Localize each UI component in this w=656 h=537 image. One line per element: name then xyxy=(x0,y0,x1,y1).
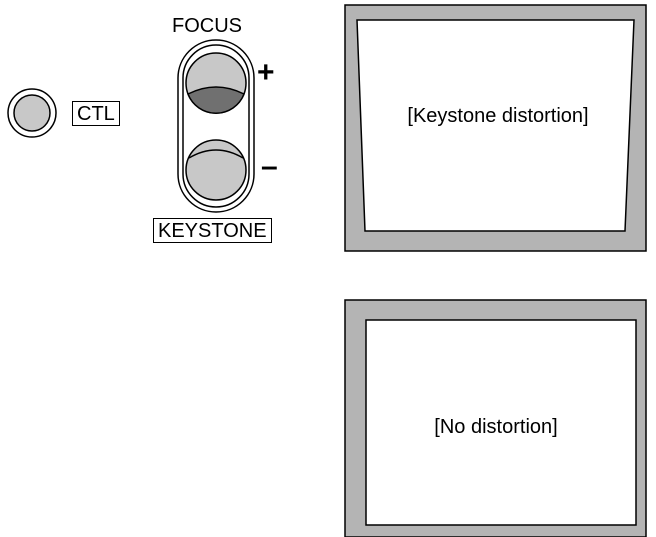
focus-label: FOCUS xyxy=(172,15,242,37)
normal-caption: [No distortion] xyxy=(434,416,558,438)
minus-sign: – xyxy=(261,150,278,183)
plus-sign: + xyxy=(257,56,275,89)
normal-screen xyxy=(344,299,647,537)
keystone-screen xyxy=(344,4,647,252)
ctl-label: CTL xyxy=(72,101,120,126)
ctl-button[interactable] xyxy=(7,88,57,138)
minus-button[interactable] xyxy=(185,139,247,201)
plus-button[interactable] xyxy=(185,52,247,114)
keystone-caption: [Keystone distortion] xyxy=(407,105,589,127)
keystone-label: KEYSTONE xyxy=(153,218,272,243)
